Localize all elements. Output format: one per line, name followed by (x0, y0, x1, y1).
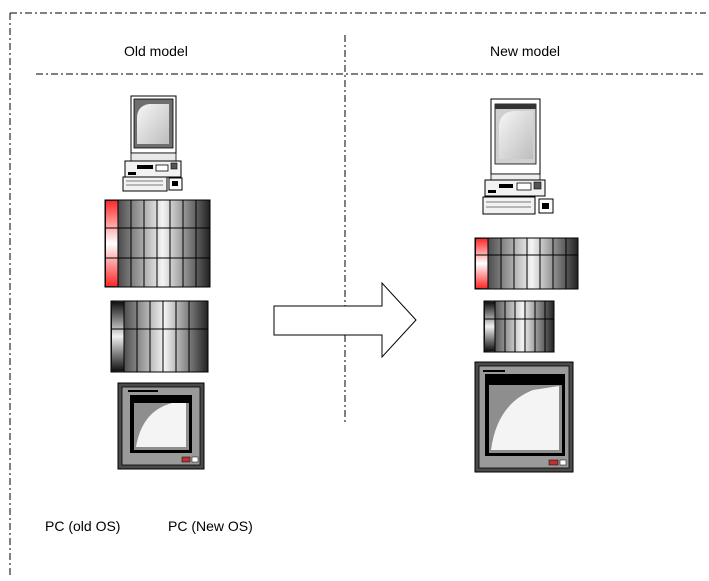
old-pc-icon (122, 95, 183, 192)
footer-new-os-label: PC (New OS) (168, 518, 253, 534)
new-pc-icon (482, 98, 554, 215)
transition-arrow-icon (273, 281, 417, 359)
footer-old-os-label: PC (old OS) (45, 518, 121, 534)
new-io-module-small (483, 300, 555, 353)
new-io-module-large (474, 237, 579, 290)
old-io-module-large (104, 199, 211, 288)
old-model-header: Old model (124, 43, 188, 59)
new-model-header: New model (490, 43, 561, 59)
old-io-module-small (110, 300, 209, 373)
frame-lines (9, 12, 706, 578)
old-display-icon (117, 382, 205, 470)
new-display-icon (474, 361, 574, 473)
